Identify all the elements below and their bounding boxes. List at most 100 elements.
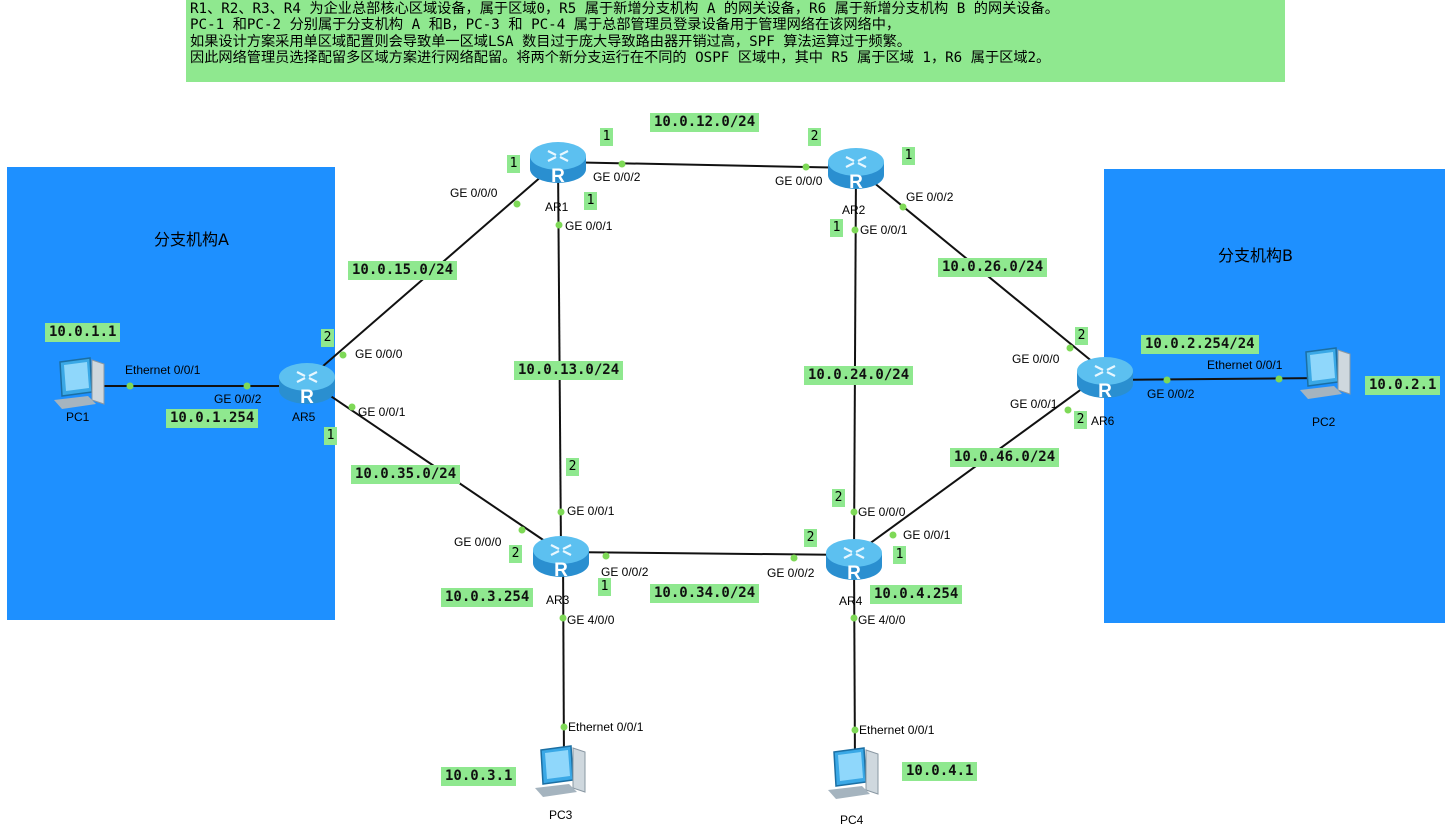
link-ar4-pc4[interactable]: [853, 554, 856, 769]
svg-text:R: R: [847, 563, 861, 584]
interface-id-tag: 1: [893, 546, 906, 564]
device-label-pc3: PC3: [549, 808, 573, 822]
port-dot: [1275, 375, 1283, 383]
device-label-ar5: AR5: [292, 410, 316, 424]
address-tag-pc4: 10.0.4.1: [902, 762, 978, 781]
port-label-ar1-g002: GE 0/0/2: [593, 170, 641, 184]
port-dot: [513, 200, 521, 208]
link-ar3-pc3[interactable]: [562, 551, 565, 766]
router-icon-ar1[interactable]: R: [529, 139, 587, 187]
port-label-pc3-eth: Ethernet 0/0/1: [568, 720, 644, 734]
port-label-ar3-g400: GE 4/0/0: [567, 613, 615, 627]
branch-b-zone: [1104, 169, 1445, 623]
description-note: R1、R2、R3、R4 为企业总部核心区域设备，属于区域0，R5 属于新增分支机…: [186, 0, 1285, 82]
address-tag-gw4: 10.0.4.254: [870, 585, 963, 604]
interface-id-tag: 1: [324, 427, 337, 445]
router-icon-ar4[interactable]: R: [825, 536, 883, 584]
port-label-ar3-g002: GE 0/0/2: [601, 565, 649, 579]
port-dot: [555, 221, 563, 229]
subnet-tag-10-0-24: 10.0.24.0/24: [804, 366, 914, 385]
interface-id-tag: 2: [832, 489, 845, 507]
pc-icon-pc2[interactable]: [1294, 346, 1356, 402]
svg-text:R: R: [300, 387, 314, 408]
router-icon-ar2[interactable]: R: [827, 145, 885, 193]
port-label-ar6-g002: GE 0/0/2: [1147, 387, 1195, 401]
svg-text:R: R: [551, 166, 565, 187]
note-line-4: 因此网络管理员选择配留多区域方案进行网络配留。将两个新分支运行在不同的 OSPF…: [190, 49, 1051, 66]
port-label-ar1-g001: GE 0/0/1: [565, 219, 613, 233]
device-label-ar3: AR3: [546, 593, 570, 607]
device-label-pc2: PC2: [1312, 415, 1336, 429]
interface-id-tag: 2: [804, 529, 817, 547]
pc-icon-pc1[interactable]: [48, 356, 110, 412]
interface-id-tag: 1: [902, 147, 915, 165]
svg-text:R: R: [554, 560, 568, 581]
port-label-ar2-g001: GE 0/0/1: [860, 223, 908, 237]
port-dot: [602, 552, 610, 560]
address-tag-pc2: 10.0.2.1: [1365, 376, 1441, 395]
interface-id-tag: 2: [321, 329, 334, 347]
interface-id-tag: 1: [830, 219, 843, 237]
branch-b-title: 分支机构B: [1218, 246, 1293, 265]
interface-id-tag: 2: [1075, 327, 1088, 345]
interface-id-tag: 1: [598, 578, 611, 596]
port-label-pc1-eth: Ethernet 0/0/1: [125, 363, 201, 377]
address-tag-gw3: 10.0.3.254: [441, 588, 534, 607]
pc-icon-pc4[interactable]: [822, 746, 884, 802]
router-icon-ar6[interactable]: R: [1076, 354, 1134, 402]
subnet-tag-10-0-46: 10.0.46.0/24: [950, 448, 1060, 467]
port-label-pc4-eth: Ethernet 0/0/1: [859, 723, 935, 737]
link-ar2-ar4[interactable]: [853, 167, 857, 556]
subnet-tag-10-0-35: 10.0.35.0/24: [351, 465, 461, 484]
port-label-ar4-g002: GE 0/0/2: [767, 566, 815, 580]
note-line-1: R1、R2、R3、R4 为企业总部核心区域设备，属于区域0，R5 属于新增分支机…: [190, 1, 1059, 17]
device-label-pc1: PC1: [66, 410, 90, 424]
port-label-ar6-g000: GE 0/0/0: [1012, 352, 1060, 366]
router-icon-ar3[interactable]: R: [532, 533, 590, 581]
port-dot: [1064, 406, 1072, 414]
port-dot: [243, 382, 251, 390]
port-dot: [790, 554, 798, 562]
port-dot: [889, 531, 897, 539]
port-dot: [1163, 376, 1171, 384]
port-label-ar5-g000: GE 0/0/0: [355, 347, 403, 361]
link-ar1-ar3[interactable]: [557, 161, 562, 553]
port-dot: [1066, 344, 1074, 352]
interface-id-tag: 2: [808, 128, 821, 146]
link-ar6-pc2[interactable]: [1104, 377, 1326, 381]
note-line-2: PC-1 和PC-2 分别属于分支机构 A 和B，PC-3 和 PC-4 属于总…: [190, 17, 901, 34]
port-label-ar3-g001: GE 0/0/1: [567, 504, 615, 518]
port-label-ar1-g000: GE 0/0/0: [450, 186, 498, 200]
subnet-tag-10-0-12: 10.0.12.0/24: [650, 113, 760, 132]
subnet-tag-10-0-15: 10.0.15.0/24: [348, 261, 458, 280]
port-label-ar5-g002: GE 0/0/2: [214, 392, 262, 406]
port-label-ar4-g001: GE 0/0/1: [903, 528, 951, 542]
interface-id-tag: 1: [507, 155, 520, 173]
port-label-ar2-g000: GE 0/0/0: [775, 174, 823, 188]
address-tag-gw1: 10.0.1.254: [166, 409, 259, 428]
device-label-ar4: AR4: [839, 594, 863, 608]
address-tag-pc3: 10.0.3.1: [441, 767, 517, 786]
subnet-tag-10-0-26: 10.0.26.0/24: [938, 258, 1048, 277]
device-label-ar2: AR2: [842, 203, 866, 217]
device-label-ar6: AR6: [1091, 414, 1115, 428]
router-icon-ar5[interactable]: R: [278, 360, 336, 408]
link-ar1-ar2[interactable]: [557, 161, 857, 169]
port-label-ar2-g002: GE 0/0/2: [906, 190, 954, 204]
port-label-ar4-g400: GE 4/0/0: [858, 613, 906, 627]
link-ar3-ar4[interactable]: [560, 551, 855, 556]
subnet-tag-10-0-13: 10.0.13.0/24: [514, 361, 624, 380]
port-dot: [518, 526, 526, 534]
pc-icon-pc3[interactable]: [529, 744, 591, 800]
port-dot: [899, 203, 907, 211]
port-dot: [850, 614, 858, 622]
port-dot: [851, 726, 859, 734]
interface-id-tag: 2: [1074, 411, 1087, 429]
port-dot: [557, 508, 565, 516]
interface-id-tag: 2: [566, 458, 579, 476]
device-label-pc4: PC4: [840, 813, 864, 827]
port-dot: [348, 403, 356, 411]
port-label-ar5-g001: GE 0/0/1: [358, 405, 406, 419]
port-label-ar3-g000: GE 0/0/0: [454, 535, 502, 549]
